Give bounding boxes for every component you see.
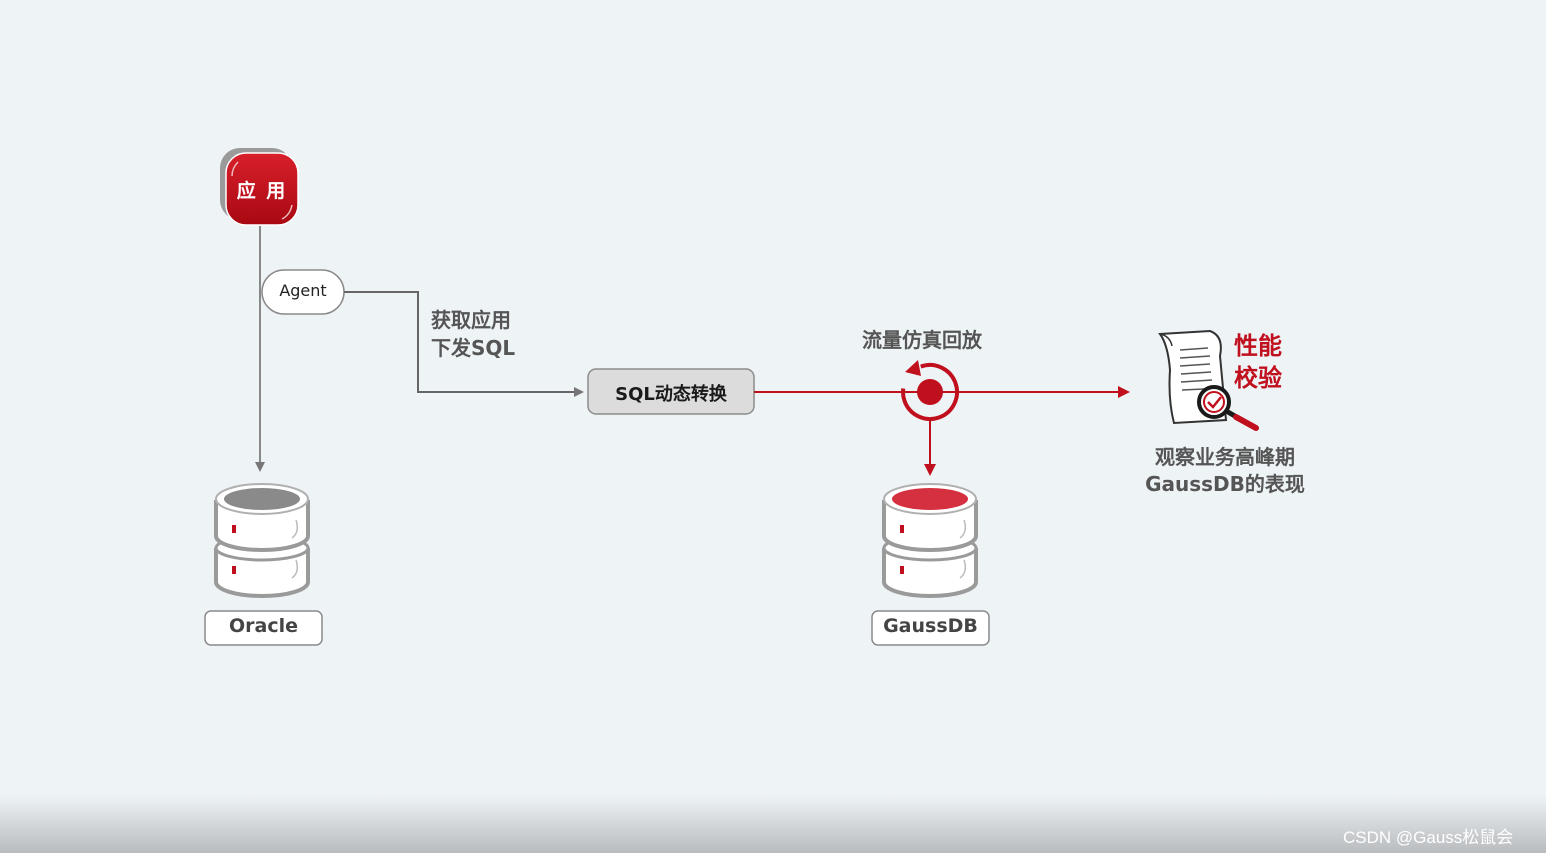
observe-line2: GaussDB的表现 [1145, 472, 1305, 496]
gaussdb-label: GaussDB [883, 615, 978, 637]
fetch-sql-line2: 下发SQL [431, 336, 516, 360]
watermark: CSDN @Gauss松鼠会 [1343, 828, 1514, 847]
observe-line1: 观察业务高峰期 [1155, 445, 1295, 469]
gaussdb-label-box [871, 610, 990, 646]
app-label: 应 用 [236, 180, 288, 202]
oracle-database-icon [214, 483, 310, 598]
verify-line2: 校验 [1234, 364, 1282, 392]
performance-verify-label: 性能 校验 [1234, 330, 1282, 394]
oracle-label-box [204, 610, 323, 646]
observe-label: 观察业务高峰期 GaussDB的表现 [1130, 444, 1320, 498]
bottom-gradient-bar [0, 795, 1546, 853]
replay-icon [901, 360, 959, 421]
fetch-sql-line1: 获取应用 [431, 308, 511, 332]
fetch-sql-label: 获取应用 下发SQL [431, 306, 515, 362]
document-magnifier-icon [1158, 329, 1259, 431]
agent-to-conversion-arrow [344, 291, 584, 397]
oracle-label: Oracle [228, 615, 298, 637]
replay-label: 流量仿真回放 [862, 328, 982, 352]
agent-label: Agent [279, 281, 327, 300]
gaussdb-database-icon [882, 483, 978, 598]
sql-conversion-label: SQL动态转换 [615, 384, 727, 405]
app-icon [220, 148, 299, 226]
verify-line1: 性能 [1234, 332, 1282, 360]
